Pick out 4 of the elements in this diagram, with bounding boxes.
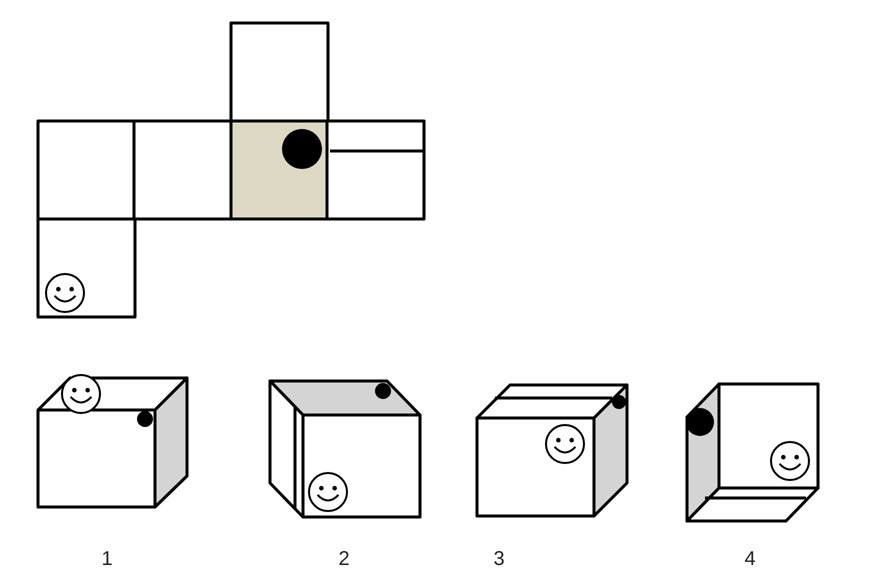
option-number: 1 xyxy=(101,548,113,571)
option-number: 3 xyxy=(493,548,505,571)
option-number: 2 xyxy=(338,548,350,571)
option-number: 4 xyxy=(744,548,756,571)
